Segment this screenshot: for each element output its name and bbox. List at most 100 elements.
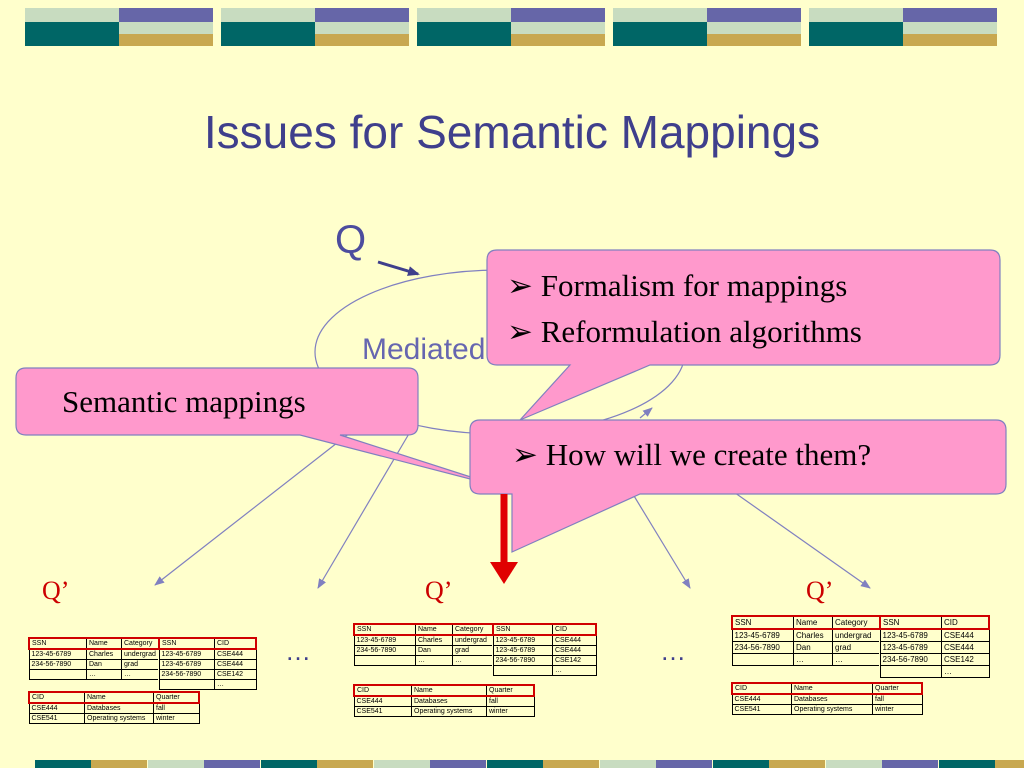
table-cell: Dan	[793, 641, 833, 654]
table-cell: …	[941, 665, 990, 678]
table-cell: 123-45-6789	[879, 628, 942, 642]
banner-block	[221, 34, 315, 46]
table-cell: 234-56-7890	[879, 653, 942, 666]
banner-block	[707, 34, 801, 46]
table-cell: grad	[452, 645, 497, 656]
query-arrow	[377, 260, 420, 276]
table-cell: Databases	[84, 702, 154, 714]
table-header-cell: Name	[791, 682, 873, 695]
table-cell: …	[452, 655, 497, 666]
source-query-label-2: Q’	[425, 576, 453, 605]
table-cell	[28, 669, 87, 680]
banner-block	[261, 760, 317, 768]
table-cell	[492, 665, 553, 676]
callout-top-shape	[486, 249, 1001, 421]
connector-left-outer	[154, 424, 361, 586]
table-header-cell: Name	[86, 637, 122, 650]
table-cell	[879, 665, 942, 678]
table-header-cell: Quarter	[872, 682, 923, 695]
table-cell: CSE142	[214, 669, 257, 680]
callout-top-text-2: Reformulation algorithms	[540, 314, 862, 349]
banner-block	[809, 8, 903, 22]
table-cell: CSE541	[28, 713, 85, 724]
banner-block	[221, 22, 315, 34]
callout-bottom-shape	[469, 419, 1007, 553]
table-header-cell: Name	[84, 691, 154, 704]
table-cell: 123-45-6789	[879, 641, 942, 654]
banner-block	[809, 34, 903, 46]
table-cell: Charles	[415, 634, 453, 646]
banner-block	[707, 8, 801, 22]
table-row: …	[879, 665, 990, 678]
slide-title: Issues for Semantic Mappings	[203, 106, 821, 158]
table-cell: CSE541	[353, 706, 412, 717]
mediated-schema-label: Mediated	[362, 333, 486, 366]
table-cell: …	[415, 655, 453, 666]
table-cell	[731, 653, 794, 666]
table-header-cell: SSN	[353, 623, 416, 636]
table-header-cell: Name	[415, 623, 453, 636]
banner-block	[25, 22, 119, 34]
table-cell: CSE444	[731, 693, 792, 705]
banner-block	[317, 760, 373, 768]
table-cell: fall	[153, 702, 200, 714]
table-cell: Charles	[86, 648, 122, 660]
table-cell: 234-56-7890	[158, 669, 215, 680]
table-header-cell: CID	[731, 682, 792, 695]
banner-block	[939, 760, 995, 768]
table-cell: CSE444	[941, 628, 990, 642]
red-arrow-head	[490, 562, 518, 584]
table-header-cell: SSN	[492, 623, 553, 636]
table-cell: grad	[832, 641, 883, 654]
banner-block	[417, 22, 511, 34]
callout-top-text-1: Formalism for mappings	[540, 268, 848, 303]
table-header-cell: Quarter	[486, 684, 535, 697]
banner-block	[613, 22, 707, 34]
banner-block	[826, 760, 882, 768]
banner-block	[91, 760, 147, 768]
banner-block	[35, 760, 91, 768]
table-cell: fall	[486, 695, 535, 707]
table-cell: …	[214, 679, 257, 690]
table-row: …	[158, 679, 257, 690]
bullet-arrow-icon: ➢	[507, 314, 533, 349]
table-cell: winter	[486, 706, 535, 717]
banner-block	[995, 760, 1024, 768]
table-cell	[158, 679, 215, 690]
banner-block	[25, 8, 119, 22]
table-header-cell: SSN	[28, 637, 87, 650]
query-label: Q	[335, 218, 367, 262]
table-cell	[353, 655, 416, 666]
banner-block	[487, 760, 543, 768]
table-header-cell: SSN	[731, 615, 794, 630]
table-header-cell: Category	[452, 623, 497, 636]
table-cell: CSE142	[552, 655, 597, 666]
table-row: ……	[28, 669, 166, 680]
table-cell: 234-56-7890	[731, 641, 794, 654]
table-row: ……	[353, 655, 497, 666]
banner-block	[119, 8, 213, 22]
banner-block	[119, 22, 213, 34]
banner-block	[613, 34, 707, 46]
banner-block	[656, 760, 712, 768]
banner-block	[769, 760, 825, 768]
